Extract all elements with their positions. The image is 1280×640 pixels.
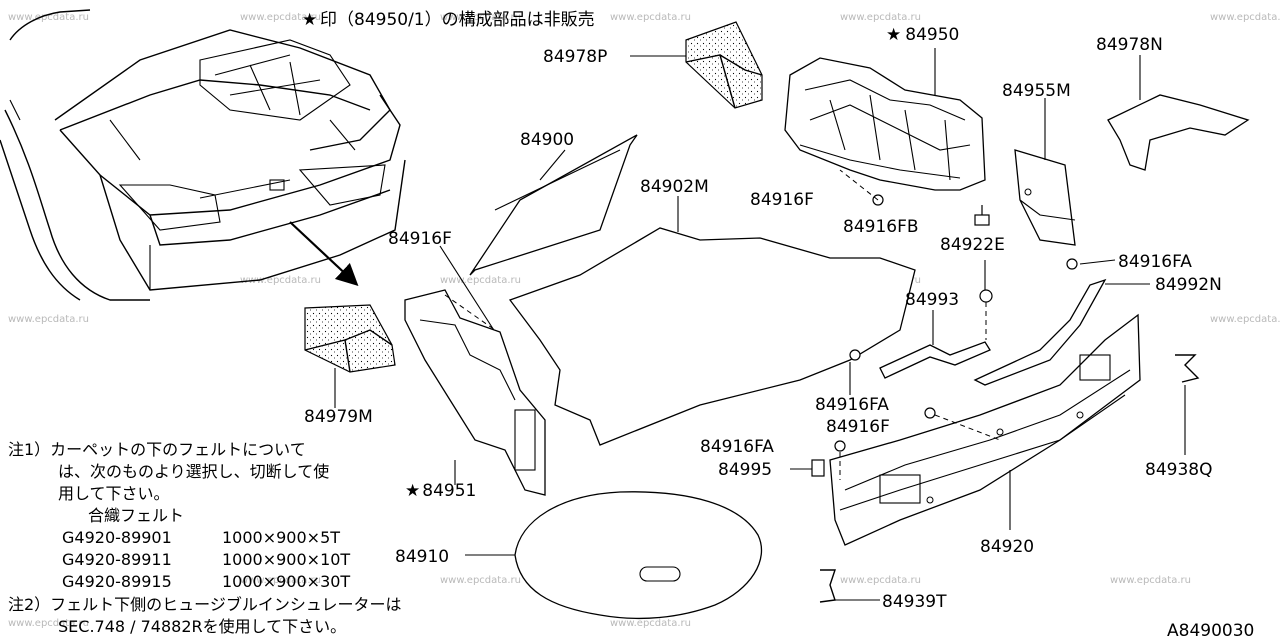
watermark: www.epcdata.ru	[1210, 314, 1280, 325]
part-84955M	[1014, 149, 1076, 246]
part-84978P-block	[685, 21, 763, 109]
label-84920: 84920	[980, 537, 1034, 557]
label-84951: ★84951	[405, 481, 476, 501]
watermark: www.epcdata.ru	[610, 618, 691, 629]
note1-line2: は、次のものより選択し、切断して使	[58, 462, 329, 481]
dashed-guide	[839, 169, 879, 201]
watermark: www.epcdata.ru	[1210, 12, 1280, 23]
note2-line1: 注2）フェルト下側のヒュージブルインシュレーターは	[8, 595, 402, 614]
watermark: www.epcdata.ru	[8, 618, 89, 629]
part-84950-liner	[784, 57, 986, 191]
watermark: www.epcdata.ru	[240, 575, 321, 586]
watermark: www.epcdata.ru	[840, 575, 921, 586]
clip-84916F-mid	[924, 407, 936, 419]
part-84902M-carpet	[508, 227, 916, 446]
note2-line2: SEC.748 / 74882Rを使用して下さい。	[58, 617, 346, 636]
star-mark: ★	[886, 25, 901, 45]
leader-line	[1079, 259, 1116, 265]
felt-row-code: G4920-89915	[62, 572, 172, 591]
label-84902M: 84902M	[640, 177, 709, 197]
label-84939T: 84939T	[882, 592, 947, 612]
label-84900: 84900	[520, 130, 574, 150]
watermark: www.epcdata.ru	[8, 12, 89, 23]
label-84938Q: 84938Q	[1145, 460, 1212, 480]
watermark: www.epcdata.ru	[610, 12, 691, 23]
label-84995: 84995	[718, 460, 772, 480]
label-84992N: 84992N	[1155, 275, 1222, 295]
direction-arrow	[289, 221, 359, 287]
label-84916F-mid: 84916F	[826, 417, 890, 437]
label-84922E: 84922E	[940, 235, 1005, 255]
part-84979M-block	[304, 304, 396, 373]
part-84920-rear-panel	[829, 313, 1141, 546]
leader-line	[539, 149, 566, 181]
car-rear-illustration	[0, 9, 406, 301]
felt-row-size: 1000×900×5T	[222, 528, 340, 547]
dashed-guide	[934, 414, 1001, 441]
notes-block: 注1）カーペットの下のフェルトについて は、次のものより選択し、切断して使 用し…	[8, 440, 402, 636]
watermark: www.epcdata.ru	[8, 314, 89, 325]
part-84993-bracket	[879, 289, 993, 379]
clip-84916FB	[974, 205, 990, 226]
clip-84916FA-low	[834, 440, 846, 452]
watermark-layer: www.epcdata.ru www.epcdata.ru www.epcdat…	[8, 12, 1280, 629]
label-84916F-left: 84916F	[388, 229, 452, 249]
label-84916F-top: 84916F	[750, 190, 814, 210]
star-mark: ★	[405, 481, 420, 501]
part-84992N-strip	[973, 278, 1107, 386]
label-84910: 84910	[395, 547, 449, 567]
label-84916FA-mid: 84916FA	[815, 395, 889, 415]
watermark: www.epcdata.ru	[1110, 575, 1191, 586]
part-84978N	[1107, 94, 1250, 171]
label-84993: 84993	[905, 290, 959, 310]
watermark: www.epcdata.ru	[440, 12, 521, 23]
watermark: www.epcdata.ru	[240, 12, 321, 23]
watermark: www.epcdata.ru	[440, 275, 521, 286]
label-84978N: 84978N	[1096, 35, 1163, 55]
label-84978P: 84978P	[543, 47, 607, 67]
watermark: www.epcdata.ru	[440, 575, 521, 586]
label-84950: ★84950	[886, 25, 959, 45]
watermark: www.epcdata.ru	[840, 12, 921, 23]
label-84951-text: 84951	[422, 481, 476, 501]
label-84955M: 84955M	[1002, 81, 1071, 101]
clip-84916FA-mid	[849, 349, 861, 361]
dashed-guide	[444, 294, 496, 331]
note1-line3: 用して下さい。	[58, 484, 170, 503]
clip-84939T	[819, 569, 836, 603]
header-note: 印（84950/1）の構成部品は非販売	[320, 10, 595, 30]
label-84979M: 84979M	[304, 407, 373, 427]
label-84916FA-low: 84916FA	[700, 437, 774, 457]
part-84951-side-panel	[404, 289, 546, 496]
label-84916FB: 84916FB	[843, 217, 919, 237]
note1-head: 注1）カーペットの下のフェルトについて	[8, 440, 306, 459]
clip-84938Q	[1175, 354, 1200, 383]
felt-row-size: 1000×900×30T	[222, 572, 350, 591]
clip-84916FA-right	[1066, 258, 1078, 270]
part-84900-board	[469, 134, 638, 276]
header-star: ★	[302, 10, 317, 30]
felt-row-code: G4920-89911	[62, 550, 172, 569]
part-84910-mat	[514, 491, 763, 620]
leader-line	[439, 245, 498, 336]
label-84950-text: 84950	[905, 25, 959, 45]
watermark: www.epcdata.ru	[240, 275, 321, 286]
felt-row-size: 1000×900×10T	[222, 550, 350, 569]
note1-subheading: 合織フェルト	[88, 506, 184, 525]
diagram-code: A8490030	[1167, 621, 1254, 640]
felt-row-code: G4920-89901	[62, 528, 172, 547]
label-84916FA-right: 84916FA	[1118, 252, 1192, 272]
fastener-84995	[811, 459, 825, 477]
